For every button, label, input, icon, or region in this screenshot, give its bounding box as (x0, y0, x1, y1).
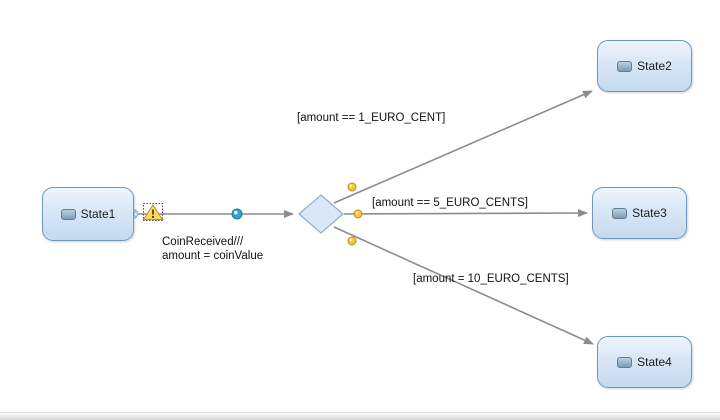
state-node-state1[interactable]: State1 (42, 187, 134, 241)
state-node-state2[interactable]: State2 (597, 40, 692, 92)
state-node-state3[interactable]: State3 (592, 187, 687, 239)
state-label: State1 (80, 207, 116, 221)
guard-label-state4[interactable]: [amount = 10_EURO_CENTS] (413, 273, 569, 285)
guard-point-icon[interactable] (353, 209, 363, 219)
transition-effect-text: amount = coinValue (162, 250, 264, 262)
guard-point-icon[interactable] (347, 182, 357, 192)
transition-trigger-text: CoinReceived/// (162, 236, 244, 248)
state-label: State2 (637, 59, 672, 73)
state-icon (617, 356, 633, 368)
warning-icon[interactable] (142, 203, 164, 221)
transition-choice-to-state2[interactable] (333, 90, 593, 204)
state-icon (612, 207, 628, 219)
guard-point-icon[interactable] (347, 236, 357, 246)
state-node-state4[interactable]: State4 (597, 336, 692, 388)
canvas-bottom-edge (0, 412, 720, 420)
state-label: State4 (637, 355, 672, 369)
transition-choice-to-state3[interactable] (343, 209, 588, 218)
transition-choice-to-state4[interactable] (333, 226, 594, 345)
choice-node[interactable] (298, 194, 344, 234)
state-label: State3 (632, 206, 667, 220)
guard-label-state2[interactable]: [amount == 1_EURO_CENT] (297, 112, 446, 124)
transition-label[interactable]: CoinReceived/// amount = coinValue (162, 235, 263, 263)
trigger-marker-icon[interactable] (231, 208, 243, 220)
state-icon (60, 208, 76, 220)
guard-label-state3[interactable]: [amount == 5_EURO_CENTS] (372, 197, 528, 209)
state-icon (617, 60, 633, 72)
